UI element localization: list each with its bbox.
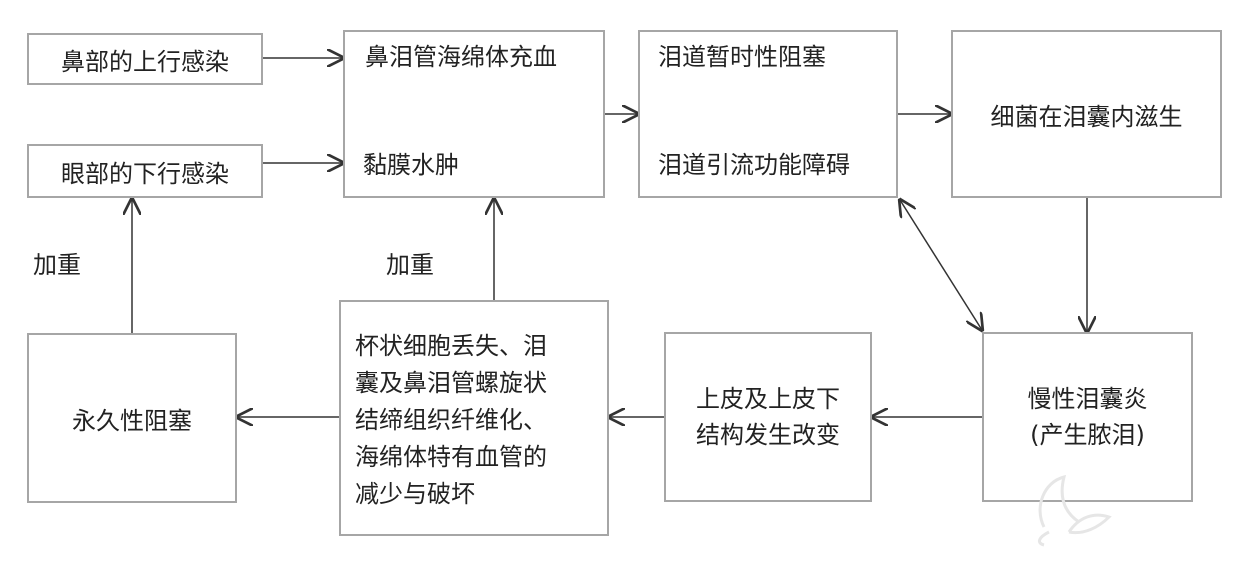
- label-goblet-1: 杯状细胞丢失、泪: [355, 332, 547, 360]
- label-eye-infection: 眼部的下行感染: [61, 159, 229, 188]
- label-epithelium-1: 上皮及上皮下: [696, 385, 840, 413]
- label-chronic-1: 慢性泪囊炎: [1027, 385, 1148, 413]
- box-obstruction: 泪道暂时性阻塞 泪道引流功能障碍: [638, 30, 898, 198]
- label-goblet-3: 结缔组织纤维化、: [355, 406, 547, 434]
- arrow-obstruction-chronic-bidirectional: [900, 200, 982, 330]
- label-chronic-2: (产生脓泪): [1030, 421, 1145, 449]
- label-temp-obstruction: 泪道暂时性阻塞: [658, 43, 826, 71]
- box-goblet-loss: 杯状细胞丢失、泪 囊及鼻泪管螺旋状 结缔组织纤维化、 海绵体特有血管的 减少与破…: [339, 300, 609, 536]
- box-chronic: 慢性泪囊炎 (产生脓泪): [982, 332, 1193, 502]
- label-goblet-5: 减少与破坏: [355, 480, 475, 508]
- label-aggravate-left: 加重: [33, 251, 81, 279]
- box-eye-infection: 眼部的下行感染: [27, 144, 263, 198]
- box-bacteria: 细菌在泪囊内滋生: [951, 30, 1222, 198]
- label-epithelium-2: 结构发生改变: [696, 421, 840, 449]
- label-drainage-dysfunction: 泪道引流功能障碍: [658, 151, 850, 179]
- box-epithelium: 上皮及上皮下 结构发生改变: [664, 332, 872, 502]
- label-goblet-2: 囊及鼻泪管螺旋状: [355, 369, 547, 397]
- label-permanent: 永久性阻塞: [72, 406, 192, 435]
- label-nasal-infection: 鼻部的上行感染: [61, 47, 229, 76]
- label-congestion: 鼻泪管海绵体充血: [365, 43, 557, 71]
- label-aggravate-mid: 加重: [386, 251, 434, 279]
- label-bacteria: 细菌在泪囊内滋生: [990, 102, 1183, 131]
- box-permanent-obstruction: 永久性阻塞: [27, 333, 237, 503]
- box-nasal-infection: 鼻部的上行感染: [27, 33, 263, 85]
- watermark-logo: [1037, 474, 1112, 547]
- label-goblet-4: 海绵体特有血管的: [355, 443, 547, 471]
- box-congestion: 鼻泪管海绵体充血 黏膜水肿: [343, 30, 605, 198]
- label-edema: 黏膜水肿: [363, 151, 459, 179]
